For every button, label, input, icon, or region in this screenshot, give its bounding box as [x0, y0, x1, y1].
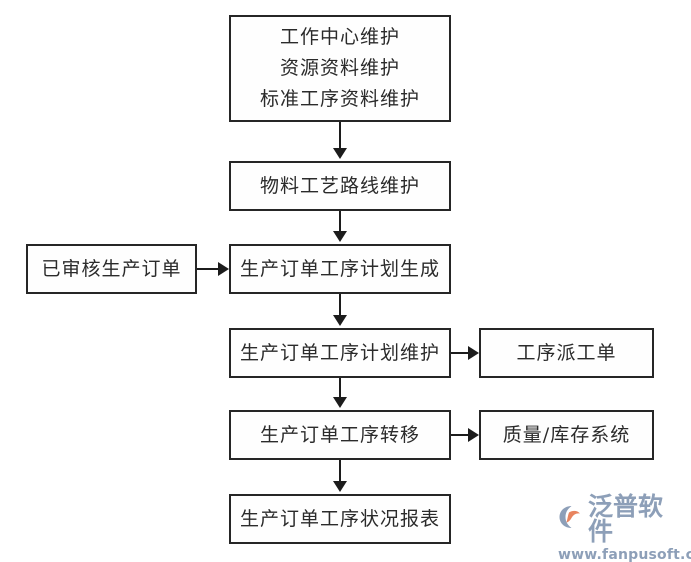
arrow-down-icon [333, 148, 347, 159]
connector-generation-to-maintenance [339, 294, 341, 316]
node-operation-dispatch-order[interactable]: 工序派工单 [479, 328, 654, 378]
connector-base-to-routing [339, 122, 341, 150]
connector-approved-to-generation [197, 268, 220, 270]
node-line-standard-operation-data: 标准工序资料维护 [259, 88, 420, 110]
connector-maintenance-to-transfer [339, 378, 341, 398]
node-order-operation-transfer[interactable]: 生产订单工序转移 [229, 410, 451, 460]
node-label: 生产订单工序转移 [259, 423, 420, 446]
node-label: 已审核生产订单 [41, 257, 182, 280]
watermark-brand-name: 泛普软件 [588, 491, 664, 546]
watermark-brand-row: 泛普软件 [556, 494, 686, 544]
node-label: 生产订单工序计划维护 [239, 341, 440, 364]
watermark-url: www.fanpusoft.com [558, 546, 691, 562]
fanpu-swoosh-logo-icon [556, 503, 584, 535]
node-order-operation-status-report[interactable]: 生产订单工序状况报表 [229, 494, 451, 544]
node-material-routing-maintenance[interactable]: 物料工艺路线维护 [229, 161, 451, 211]
node-order-operation-plan-generation[interactable]: 生产订单工序计划生成 [229, 244, 451, 294]
node-label: 生产订单工序计划生成 [239, 257, 440, 280]
arrow-down-icon [333, 481, 347, 492]
arrow-down-icon [333, 397, 347, 408]
node-approved-production-order[interactable]: 已审核生产订单 [26, 244, 197, 294]
connector-transfer-to-quality-inventory [451, 434, 470, 436]
node-label: 工序派工单 [516, 341, 617, 364]
node-quality-inventory-system[interactable]: 质量/库存系统 [479, 410, 654, 460]
arrow-down-icon [333, 231, 347, 242]
connector-routing-to-generation [339, 211, 341, 232]
arrow-right-icon [218, 262, 229, 276]
connector-transfer-to-report [339, 460, 341, 482]
connector-maintenance-to-dispatch [451, 352, 470, 354]
node-line-work-center: 工作中心维护 [279, 26, 400, 48]
node-label: 物料工艺路线维护 [259, 174, 420, 197]
node-basic-data-maintenance[interactable]: 工作中心维护 资源资料维护 标准工序资料维护 [229, 15, 451, 122]
node-label: 生产订单工序状况报表 [239, 507, 440, 530]
node-line-resource-data: 资源资料维护 [279, 57, 400, 79]
node-label: 质量/库存系统 [502, 423, 631, 446]
arrow-down-icon [333, 315, 347, 326]
arrow-right-icon [468, 346, 479, 360]
arrow-right-icon [468, 428, 479, 442]
node-order-operation-plan-maintenance[interactable]: 生产订单工序计划维护 [229, 328, 451, 378]
watermark: 泛普软件 www.fanpusoft.com [556, 494, 691, 562]
